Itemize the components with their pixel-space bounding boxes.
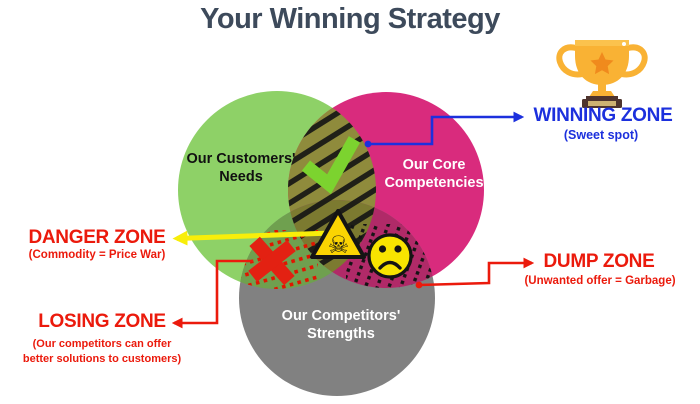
trophy-icon — [556, 40, 648, 108]
losing-zone-label: LOSING ZONE — [38, 311, 166, 332]
competitors-circle-label: Our Competitors' Strengths — [281, 308, 401, 343]
page-title: Your Winning Strategy — [200, 3, 500, 35]
losing-zone-sub-line2: better solutions to customers) — [22, 353, 182, 365]
danger-zone-sub: (Commodity = Price War) — [28, 249, 166, 261]
dump-zone-sub: (Unwanted offer = Garbage) — [524, 275, 676, 287]
losing-zone-sub-line1: (Our competitors can offer — [32, 338, 172, 350]
dump-zone-connector — [415, 257, 535, 289]
winning-zone-connector — [364, 111, 525, 148]
cross-icon — [248, 236, 296, 286]
svg-text:☠: ☠ — [328, 231, 350, 259]
danger-zone-label: DANGER ZONE — [28, 227, 166, 248]
dump-zone-label: DUMP ZONE — [543, 251, 655, 272]
winning-zone-sub: (Sweet spot) — [563, 128, 639, 142]
sad-face-icon — [367, 233, 413, 279]
core-circle-label: Our Core Competencies — [384, 157, 484, 192]
customers-circle-label: Our Customers' Needs — [186, 151, 296, 186]
hazard-skull-icon: ☠ — [310, 209, 366, 259]
checkmark-icon — [301, 136, 361, 195]
winning-zone-label: WINNING ZONE — [533, 105, 673, 126]
losing-zone-connector — [171, 259, 253, 329]
danger-zone-connector — [172, 230, 333, 246]
